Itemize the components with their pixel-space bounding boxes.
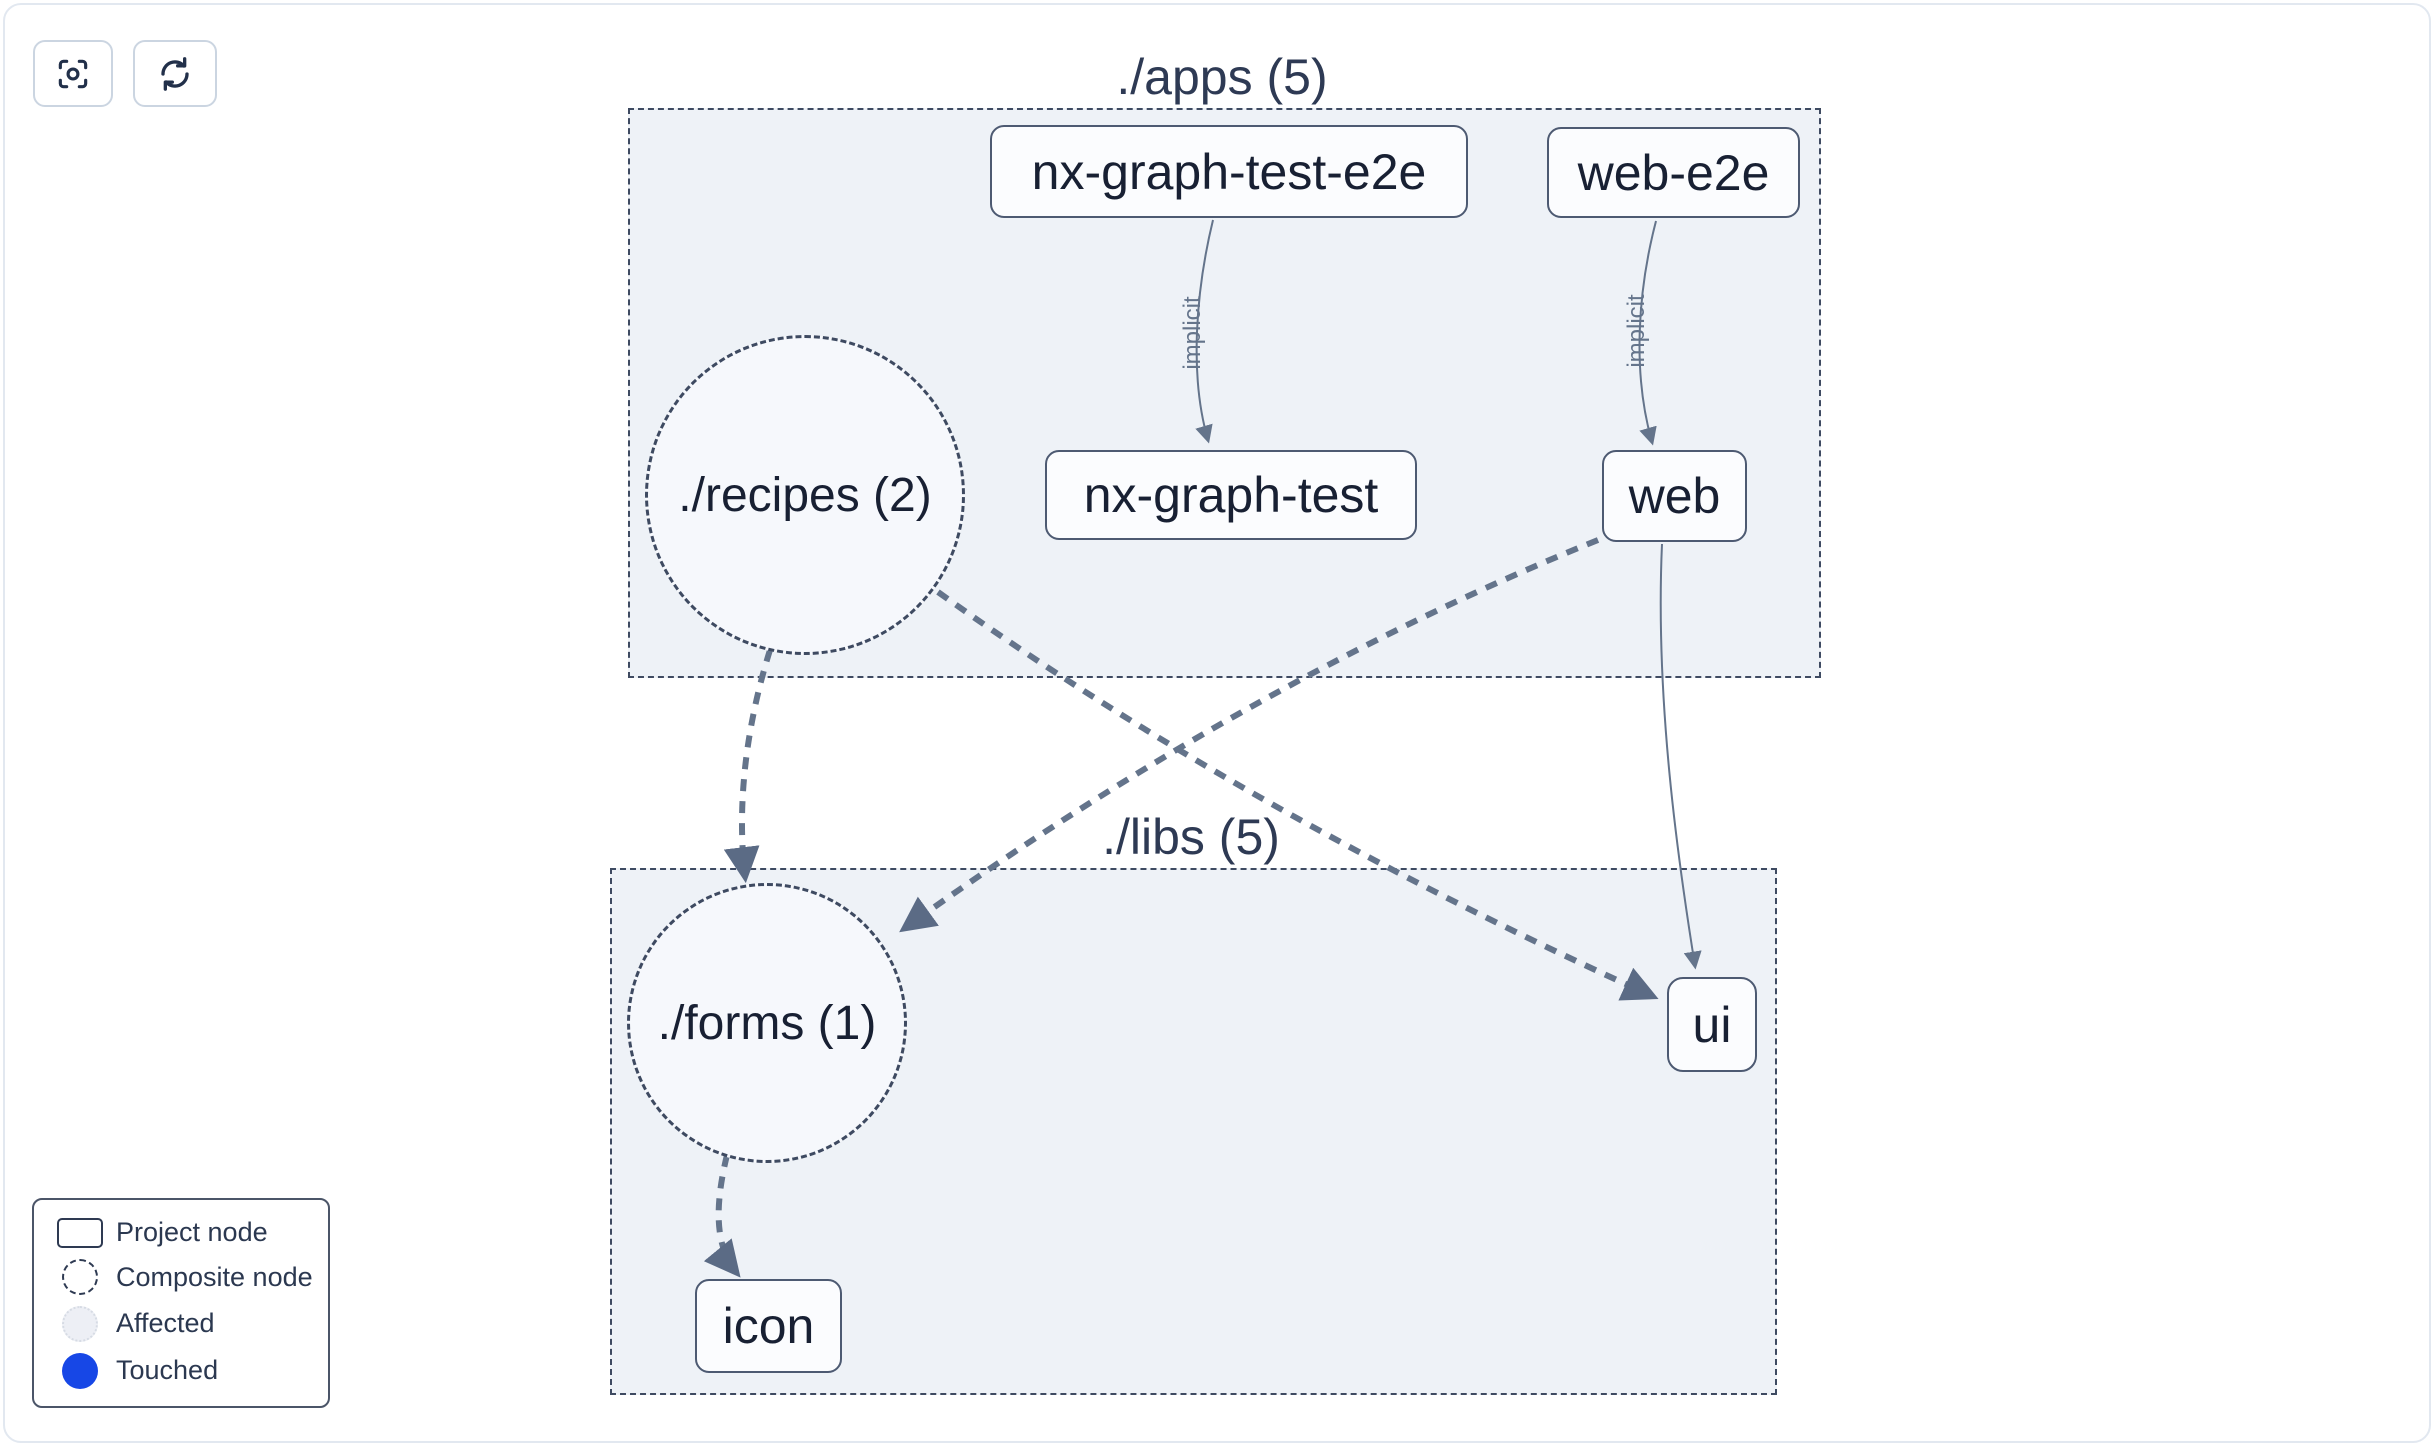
composite-node-recipes-label: ./recipes (2)	[678, 468, 932, 522]
legend-label: Composite node	[116, 1261, 313, 1292]
legend: Project node Composite node Affected Tou…	[32, 1198, 330, 1408]
edge-web-to-ui	[1659, 543, 1702, 970]
composite-node-recipes[interactable]: ./recipes (2)	[645, 335, 965, 655]
edge-recipes-to-forms	[723, 649, 773, 884]
legend-row-composite-node: Composite node	[44, 1259, 318, 1296]
edge-recipes-to-ui	[936, 589, 1659, 1001]
edge-label-implicit-1: implicit	[1179, 296, 1206, 370]
group-libs-title: ./libs (5)	[1102, 809, 1280, 865]
refresh-graph-button[interactable]	[133, 40, 217, 107]
legend-label: Affected	[116, 1308, 215, 1339]
legend-row-affected: Affected	[44, 1305, 318, 1342]
project-node-nx-graph-test[interactable]: nx-graph-test	[1045, 450, 1417, 540]
composite-node-forms[interactable]: ./forms (1)	[627, 883, 907, 1163]
project-node-web-e2e-label: web-e2e	[1577, 144, 1770, 201]
focus-graph-button[interactable]	[33, 40, 113, 107]
edge-nx-graph-test-e2e-to-nx-graph-test	[1195, 219, 1214, 444]
legend-label: Touched	[116, 1355, 219, 1386]
project-node-web-e2e[interactable]: web-e2e	[1547, 127, 1800, 218]
group-apps-title: ./apps (5)	[1116, 49, 1328, 105]
focus-icon	[58, 59, 88, 88]
composite-node-forms-label: ./forms (1)	[657, 996, 877, 1050]
composite-node-swatch	[44, 1259, 116, 1296]
touched-swatch	[44, 1352, 116, 1389]
project-node-icon[interactable]: icon	[695, 1279, 842, 1373]
affected-swatch	[44, 1305, 116, 1342]
project-node-ui[interactable]: ui	[1667, 977, 1757, 1072]
project-node-ui-label: ui	[1692, 996, 1732, 1053]
project-node-swatch	[44, 1217, 116, 1248]
project-node-nx-graph-test-e2e-label: nx-graph-test-e2e	[1031, 143, 1427, 200]
legend-label: Project node	[116, 1217, 268, 1248]
project-node-icon-label: icon	[722, 1298, 815, 1354]
edge-web-e2e-to-web	[1638, 220, 1657, 446]
edge-forms-to-icon	[703, 1154, 741, 1278]
legend-row-project-node: Project node	[44, 1217, 318, 1248]
refresh-icon	[161, 56, 189, 91]
project-node-nx-graph-test-label: nx-graph-test	[1083, 467, 1379, 523]
edge-label-implicit-2: implicit	[1623, 294, 1650, 368]
edge-web-to-forms	[899, 537, 1600, 933]
project-node-web-label: web	[1628, 468, 1721, 524]
project-node-nx-graph-test-e2e[interactable]: nx-graph-test-e2e	[990, 125, 1468, 218]
project-node-web[interactable]: web	[1602, 450, 1747, 542]
legend-row-touched: Touched	[44, 1352, 318, 1389]
